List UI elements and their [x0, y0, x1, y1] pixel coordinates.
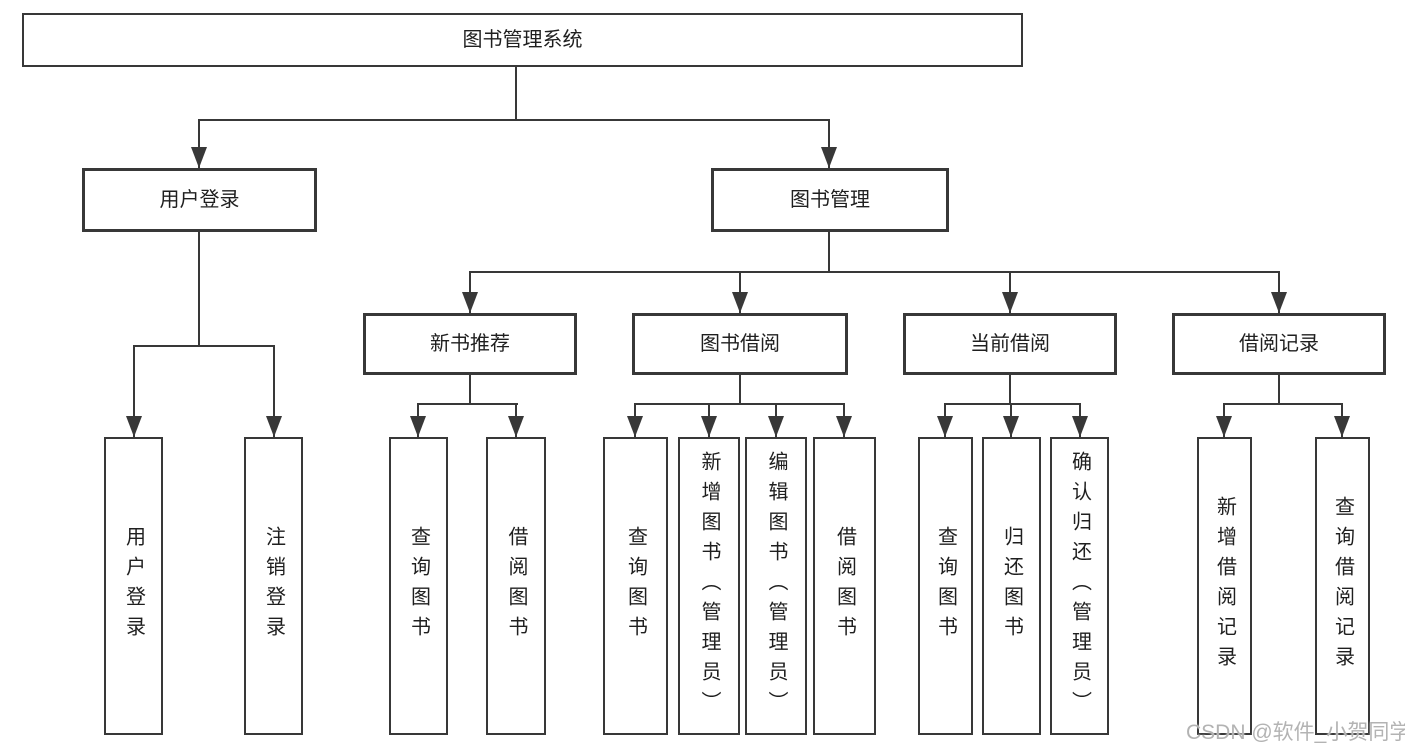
arrowhead-add-record-icon — [1216, 416, 1232, 437]
leaf-return-book: 归还图书 — [982, 437, 1041, 735]
leaf-edit-book-admin: 编辑图书（管理员） — [745, 437, 807, 735]
arrowhead-new-book-icon — [462, 292, 478, 313]
leaf-add-borrow-record: 新增借阅记录 — [1197, 437, 1252, 735]
leaf-confirm-return-admin: 确认归还（管理员） — [1050, 437, 1109, 735]
connector-recommend-stem — [469, 375, 471, 405]
leaf-confirm-return-admin-label: 确认归还（管理员） — [1068, 451, 1091, 721]
arrowhead-recommend-query-icon — [410, 416, 426, 437]
leaf-query-borrow-record: 查询借阅记录 — [1315, 437, 1370, 735]
leaf-recommend-borrow-books: 借阅图书 — [486, 437, 546, 735]
node-user-login: 用户登录 — [82, 168, 317, 232]
node-book-borrow: 图书借阅 — [632, 313, 848, 375]
node-new-book-recommend-label: 新书推荐 — [430, 333, 510, 355]
arrowhead-current-query-icon — [937, 416, 953, 437]
arrowhead-leaf-logout-icon — [266, 416, 282, 437]
arrowhead-book-management-icon — [821, 147, 837, 168]
leaf-add-book-admin: 新增图书（管理员） — [678, 437, 740, 735]
arrowhead-current-borrow-icon — [1002, 292, 1018, 313]
leaf-add-book-admin-label: 新增图书（管理员） — [698, 451, 720, 721]
leaf-edit-book-admin-label: 编辑图书（管理员） — [765, 451, 787, 721]
connector-root-rail — [198, 119, 830, 121]
node-new-book-recommend: 新书推荐 — [363, 313, 577, 375]
node-borrow-records-label: 借阅记录 — [1239, 333, 1319, 355]
arrowhead-confirm-return-icon — [1072, 416, 1088, 437]
arrowhead-edit-book-icon — [768, 416, 784, 437]
leaf-logout-label: 注销登录 — [262, 526, 285, 646]
connector-records-stem — [1278, 375, 1280, 405]
leaf-borrow-books-label: 借阅图书 — [833, 526, 856, 646]
connector-to-book-management — [828, 119, 830, 168]
connector-to-user-login — [198, 119, 200, 168]
leaf-logout: 注销登录 — [244, 437, 303, 735]
arrowhead-leaf-user-login-icon — [126, 416, 142, 437]
connector-borrow-rail — [634, 403, 845, 405]
leaf-user-login-label: 用户登录 — [122, 526, 145, 646]
node-book-management: 图书管理 — [711, 168, 949, 232]
arrowhead-user-login-icon — [191, 147, 207, 168]
leaf-user-login: 用户登录 — [104, 437, 163, 735]
connector-records-rail — [1223, 403, 1343, 405]
node-user-login-label: 用户登录 — [159, 189, 240, 211]
connector-current-stem — [1009, 375, 1011, 405]
connector-borrow-stem — [739, 375, 741, 405]
arrowhead-borrow-records-icon — [1271, 292, 1287, 313]
leaf-current-query-books: 查询图书 — [918, 437, 973, 735]
leaf-borrow-books: 借阅图书 — [813, 437, 876, 735]
leaf-borrow-query-books-label: 查询图书 — [624, 526, 647, 646]
node-current-borrow: 当前借阅 — [903, 313, 1117, 375]
leaf-current-query-books-label: 查询图书 — [934, 526, 957, 646]
connector-login-stem — [198, 232, 200, 347]
connector-current-rail — [944, 403, 1081, 405]
connector-login-rail — [133, 345, 275, 347]
arrowhead-return-book-icon — [1003, 416, 1019, 437]
leaf-return-book-label: 归还图书 — [1000, 526, 1023, 646]
node-book-borrow-label: 图书借阅 — [700, 333, 780, 355]
connector-management-stem — [828, 232, 830, 273]
arrowhead-add-book-icon — [701, 416, 717, 437]
node-borrow-records: 借阅记录 — [1172, 313, 1386, 375]
watermark-text: CSDN @软件_小贺同学 — [1186, 721, 1405, 744]
leaf-query-borrow-record-label: 查询借阅记录 — [1331, 496, 1354, 676]
connector-management-rail — [469, 271, 1280, 273]
leaf-add-borrow-record-label: 新增借阅记录 — [1213, 496, 1236, 676]
connector-recommend-rail — [417, 403, 518, 405]
connector-to-leaf-user-login — [133, 345, 135, 437]
leaf-recommend-borrow-books-label: 借阅图书 — [505, 526, 527, 646]
connector-root-stem — [515, 67, 517, 120]
node-root: 图书管理系统 — [22, 13, 1023, 67]
arrowhead-query-record-icon — [1334, 416, 1350, 437]
connector-to-leaf-logout — [273, 345, 275, 437]
leaf-recommend-query-books-label: 查询图书 — [407, 526, 430, 646]
leaf-recommend-query-books: 查询图书 — [389, 437, 448, 735]
node-current-borrow-label: 当前借阅 — [970, 333, 1050, 355]
node-root-label: 图书管理系统 — [462, 29, 583, 51]
leaf-borrow-query-books: 查询图书 — [603, 437, 668, 735]
arrowhead-borrow-query-icon — [627, 416, 643, 437]
arrowhead-book-borrow-icon — [732, 292, 748, 313]
node-book-management-label: 图书管理 — [790, 189, 870, 211]
arrowhead-borrow-books-icon — [836, 416, 852, 437]
arrowhead-recommend-borrow-icon — [508, 416, 524, 437]
